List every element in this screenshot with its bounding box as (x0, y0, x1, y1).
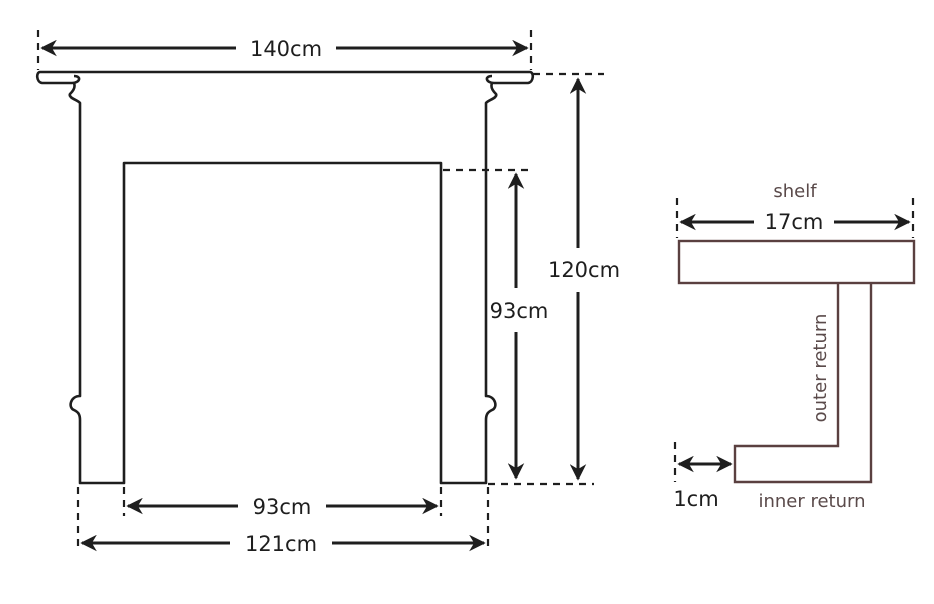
return-profile (733, 283, 873, 484)
side-view: shelf 17cm outer return 1cm inner return (673, 181, 916, 512)
front-view: 140cm 120cm 93cm 93cm 121cm (35, 30, 620, 556)
fire-surround-outline (68, 82, 498, 485)
return-offset-label: 1cm (673, 487, 718, 511)
shelf-depth-label: 17cm (765, 210, 824, 234)
inner-return-label: inner return (758, 491, 865, 512)
opening-width-label: 93cm (253, 495, 312, 519)
opening-height-label: 93cm (490, 299, 549, 323)
width-top-label: 140cm (250, 37, 322, 61)
width-base-label: 121cm (245, 532, 317, 556)
shelf-profile (677, 239, 916, 285)
mantel-shelf-outline (35, 70, 535, 85)
height-total-label: 120cm (548, 258, 620, 282)
shelf-label: shelf (773, 181, 817, 202)
outer-return-label: outer return (810, 314, 831, 423)
